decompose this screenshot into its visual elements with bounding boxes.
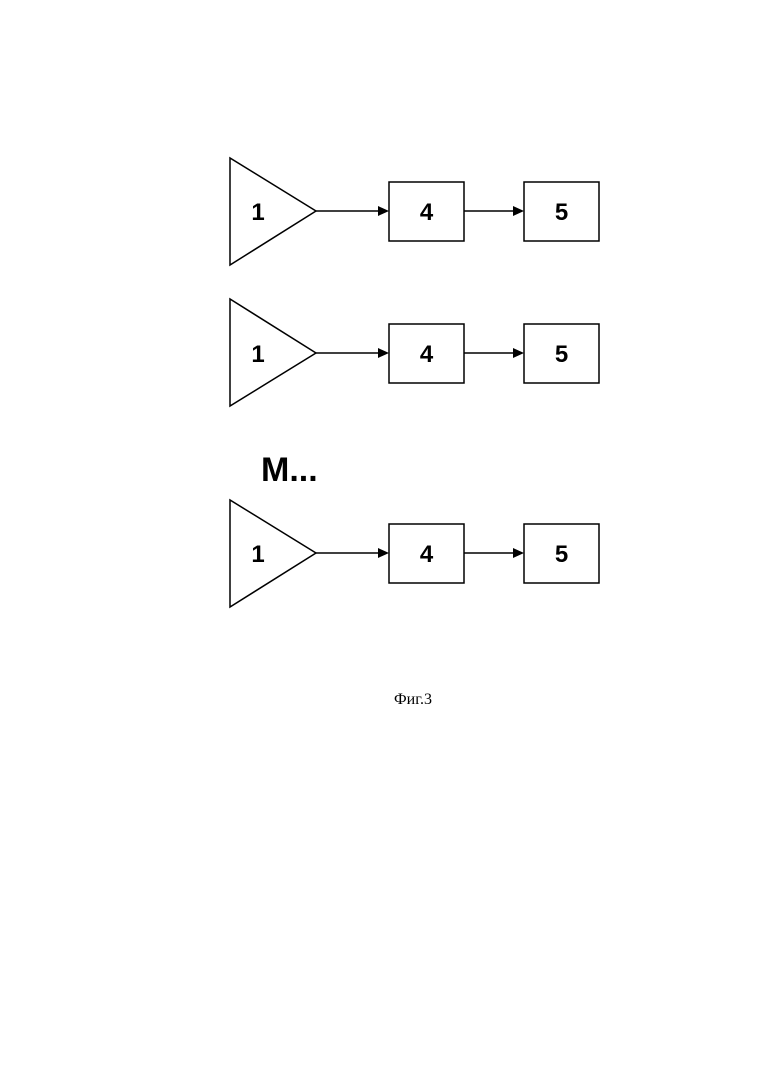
block-5-label: 5 [555, 341, 568, 368]
arrow-head [513, 548, 524, 558]
block-5-label: 5 [555, 199, 568, 226]
block-5-label: 5 [555, 541, 568, 568]
amplifier-triangle [230, 299, 316, 406]
amplifier-label: 1 [251, 541, 264, 568]
arrow-head [378, 348, 389, 358]
block-4-label: 4 [420, 341, 434, 368]
amplifier-label: 1 [251, 341, 264, 368]
arrow-head [378, 548, 389, 558]
block-4-label: 4 [420, 541, 434, 568]
channel-row: 1 4 5 [230, 500, 599, 607]
ellipsis-label: M... [261, 451, 318, 489]
block-4-label: 4 [420, 199, 434, 226]
arrow-head [378, 206, 389, 216]
figure-caption: Фиг.3 [394, 691, 432, 708]
amplifier-label: 1 [251, 199, 264, 226]
channel-row: 1 4 5 [230, 158, 599, 265]
amplifier-triangle [230, 500, 316, 607]
arrow-head [513, 348, 524, 358]
channel-row: 1 4 5 [230, 299, 599, 406]
amplifier-triangle [230, 158, 316, 265]
arrow-head [513, 206, 524, 216]
